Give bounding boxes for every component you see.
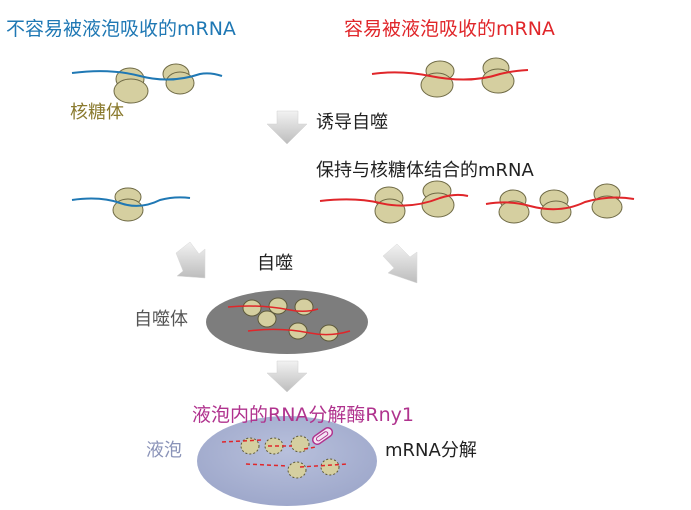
middle-right-mrna-complex-2 <box>485 183 635 224</box>
unstable-mrna-label: 不容易被液泡吸收的mRNA <box>6 18 236 40</box>
middle-right-mrna-complex-1 <box>319 180 469 224</box>
red-mrna-strand <box>485 196 635 211</box>
degraded-ribosome <box>240 435 340 479</box>
ribosome-label: 核糖体 <box>70 102 124 123</box>
stable-mrna-label: 容易被液泡吸收的mRNA <box>344 18 555 40</box>
induce-autophagy-label: 诱导自噬 <box>316 112 388 133</box>
vacuole-label: 液泡 <box>146 440 182 461</box>
paperclip-enzyme-icon <box>311 427 334 445</box>
top-left-mrna-complex <box>71 63 223 104</box>
down-arrow-icon <box>266 110 308 145</box>
diagonal-arrow-right-icon <box>382 243 418 284</box>
autophagosome <box>206 290 368 354</box>
red-mrna-strand <box>227 305 319 313</box>
blue-mrna-strand <box>71 70 223 81</box>
middle-left-mrna-complex <box>71 187 191 222</box>
autophagosome-label: 自噬体 <box>134 309 188 330</box>
down-arrow-icon <box>266 360 308 393</box>
red-mrna-strand <box>319 193 469 207</box>
red-mrna-strand <box>371 69 529 81</box>
ribosome-bound-mrna-label: 保持与核糖体结合的mRNA <box>316 160 534 181</box>
fragmented-mrna <box>221 439 317 450</box>
ribosome <box>113 63 195 104</box>
fragmented-mrna <box>245 463 349 468</box>
diagonal-arrow-left-icon <box>175 241 206 279</box>
vacuole <box>197 416 377 506</box>
mrna-degradation-label: mRNA分解 <box>385 440 477 461</box>
red-mrna-strand <box>247 328 351 336</box>
top-right-mrna-complex <box>371 57 529 98</box>
autophagy-label: 自噬 <box>257 253 293 274</box>
rny1-label: 液泡内的RNA分解酶Rny1 <box>192 404 414 426</box>
ribosome <box>374 180 455 224</box>
blue-mrna-strand <box>71 196 191 207</box>
